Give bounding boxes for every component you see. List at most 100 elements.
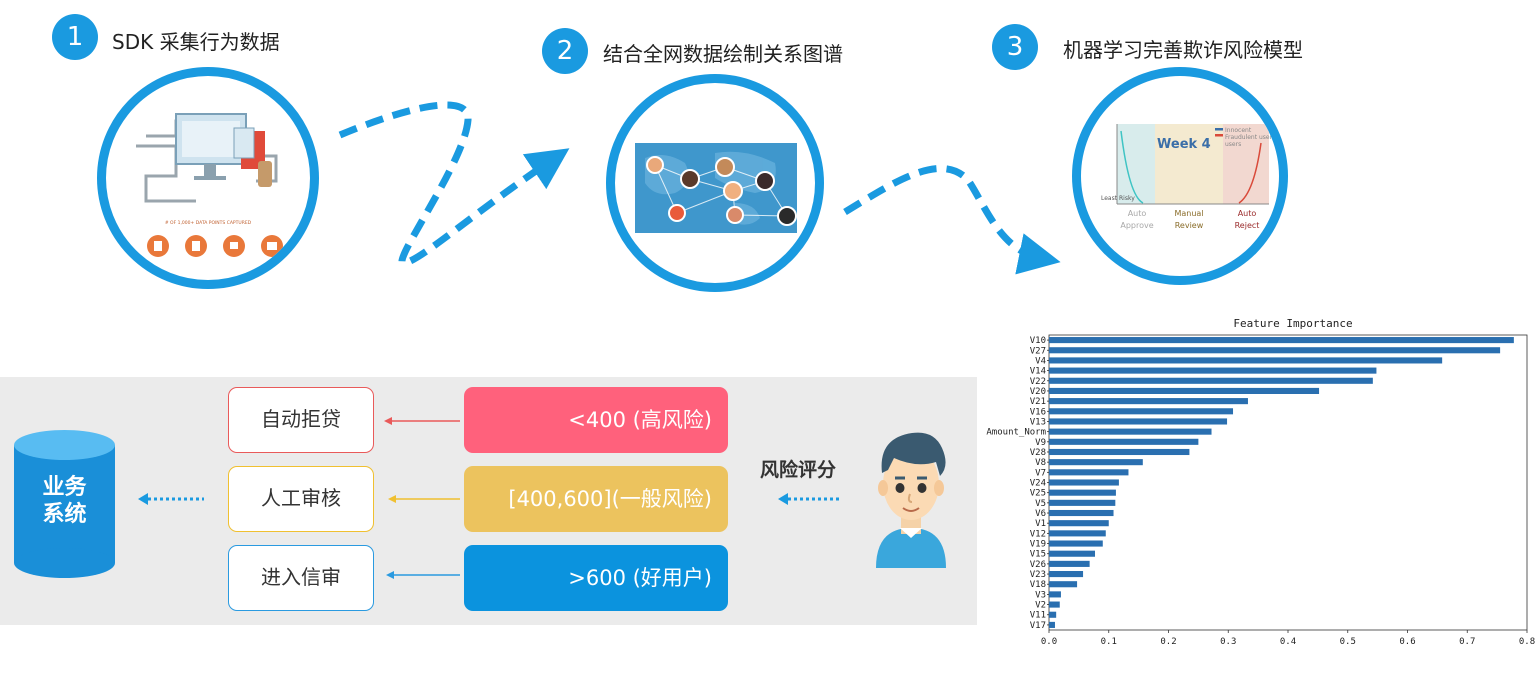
y-tick-label: V8 — [1035, 458, 1046, 468]
step-3-badge: 3 — [992, 24, 1038, 70]
bar-v21 — [1049, 398, 1248, 405]
score-good-user: >600 (好用户) — [464, 545, 728, 611]
y-tick-label: V9 — [1035, 438, 1046, 448]
y-tick-label: V27 — [1030, 346, 1046, 356]
bar-v6 — [1049, 509, 1114, 517]
legend-fraudulent: Fraudulent users — [1225, 134, 1275, 141]
x-tick-label: 0.1 — [1101, 637, 1117, 647]
bar-v3 — [1049, 591, 1061, 598]
outcome-manual-review: 人工审核 — [228, 466, 374, 532]
legend-users: users — [1225, 141, 1241, 148]
y-tick-label: V11 — [1030, 611, 1046, 621]
bar-v26 — [1049, 560, 1090, 567]
least-risky-label: Least Risky — [1101, 195, 1135, 202]
bar-v27 — [1049, 347, 1501, 354]
y-tick-label: V3 — [1035, 590, 1046, 600]
ml-model-chart: Week 4 Innocent Fraudulent users users L… — [1101, 124, 1275, 230]
y-tick-label: V16 — [1030, 407, 1046, 417]
y-tick-label: V14 — [1030, 367, 1046, 377]
outcome-auto-reject: 自动拒贷 — [228, 387, 374, 453]
arrow-step1-to-step2 — [338, 101, 570, 267]
arrow-step2-to-step3 — [843, 165, 1061, 275]
step-2-badge: 2 — [542, 28, 588, 74]
bar-v25 — [1049, 489, 1116, 496]
x-tick-label: 0.7 — [1459, 637, 1475, 647]
bar-v1 — [1049, 520, 1109, 527]
chart-title: Feature Importance — [1233, 317, 1352, 330]
zone-auto-approve-2: Approve — [1120, 221, 1153, 230]
sdk-illustration: # OF 1,000+ DATA POINTS CAPTURED — [136, 113, 283, 257]
x-tick-label: 0.5 — [1340, 637, 1356, 647]
bar-v22 — [1049, 377, 1373, 384]
x-tick-label: 0.3 — [1220, 637, 1236, 647]
y-tick-label: V22 — [1030, 377, 1046, 387]
zone-manual-review-1: Manual — [1174, 209, 1203, 218]
y-tick-label: V18 — [1030, 580, 1046, 590]
x-tick-label: 0.2 — [1160, 637, 1176, 647]
zone-auto-reject-2: Reject — [1235, 221, 1260, 230]
db-bottom — [14, 548, 115, 578]
feature-importance-chart: Feature Importance V10V27V4V14V22V20V21V… — [986, 317, 1535, 647]
y-tick-label: V19 — [1030, 540, 1046, 550]
bar-v4 — [1049, 357, 1443, 364]
step-1-badge: 1 — [52, 14, 98, 60]
y-tick-label: V7 — [1035, 468, 1046, 478]
y-tick-label: V10 — [1030, 336, 1046, 346]
network-map-circle — [606, 74, 824, 292]
db-top — [14, 430, 115, 460]
y-tick-label: V28 — [1030, 448, 1046, 458]
y-tick-label: V23 — [1030, 570, 1046, 580]
step-1-number: 1 — [66, 22, 84, 52]
bar-v10 — [1049, 337, 1514, 344]
week-label: Week 4 — [1157, 137, 1211, 152]
y-tick-label: V5 — [1035, 499, 1046, 509]
step-2-title: 结合全网数据绘制关系图谱 — [603, 42, 843, 66]
y-tick-label: V4 — [1035, 356, 1046, 366]
step-3-title: 机器学习完善欺诈风险模型 — [1063, 38, 1303, 62]
x-tick-label: 0.6 — [1399, 637, 1415, 647]
bar-v8 — [1049, 459, 1143, 466]
bar-v14 — [1049, 367, 1377, 374]
y-tick-label: V17 — [1030, 621, 1046, 631]
y-tick-label: V2 — [1035, 601, 1046, 611]
step-2-number: 2 — [556, 36, 574, 66]
y-tick-label: V13 — [1030, 417, 1046, 427]
x-tick-label: 0.4 — [1280, 637, 1296, 647]
y-tick-label: V24 — [1030, 479, 1046, 489]
y-tick-label: V15 — [1030, 550, 1046, 560]
bar-v16 — [1049, 408, 1234, 415]
y-tick-label: V6 — [1035, 509, 1046, 519]
y-tick-label: V25 — [1030, 489, 1046, 499]
risk-score-label: 风险评分 — [760, 459, 837, 481]
y-tick-label: V20 — [1030, 387, 1046, 397]
ml-model-circle: Week 4 Innocent Fraudulent users users L… — [1072, 67, 1288, 285]
y-tick-label: V1 — [1035, 519, 1046, 529]
bar-v12 — [1049, 530, 1106, 537]
y-tick-label: Amount_Norm — [986, 428, 1046, 438]
network-map — [635, 143, 797, 233]
legend-innocent: Innocent — [1225, 127, 1252, 134]
step-3-number: 3 — [1006, 32, 1024, 62]
bar-v24 — [1049, 479, 1119, 486]
bar-v13 — [1049, 418, 1228, 425]
step-1-title: SDK 采集行为数据 — [112, 30, 280, 54]
score-medium-risk: [400,600](一般风险) — [464, 466, 728, 532]
bar-v5 — [1049, 499, 1116, 506]
zone-manual-review-2: Review — [1175, 221, 1204, 230]
y-tick-label: V12 — [1030, 529, 1046, 539]
business-system-db — [14, 445, 115, 563]
bar-v18 — [1049, 581, 1078, 588]
bar-v17 — [1049, 621, 1055, 628]
bar-v2 — [1049, 601, 1060, 608]
sdk-caption: # OF 1,000+ DATA POINTS CAPTURED — [165, 220, 252, 226]
bar-v28 — [1049, 448, 1190, 456]
score-high-risk: <400 (高风险) — [464, 387, 728, 453]
x-tick-label: 0.8 — [1519, 637, 1535, 647]
x-tick-label: 0.0 — [1041, 637, 1057, 647]
bar-v19 — [1049, 540, 1103, 547]
bar-v7 — [1049, 469, 1129, 476]
user-avatar — [876, 432, 946, 568]
zone-auto-approve-1: Auto — [1128, 209, 1147, 218]
bar-v23 — [1049, 571, 1084, 578]
business-system-label: 业务 系统 — [14, 474, 115, 528]
